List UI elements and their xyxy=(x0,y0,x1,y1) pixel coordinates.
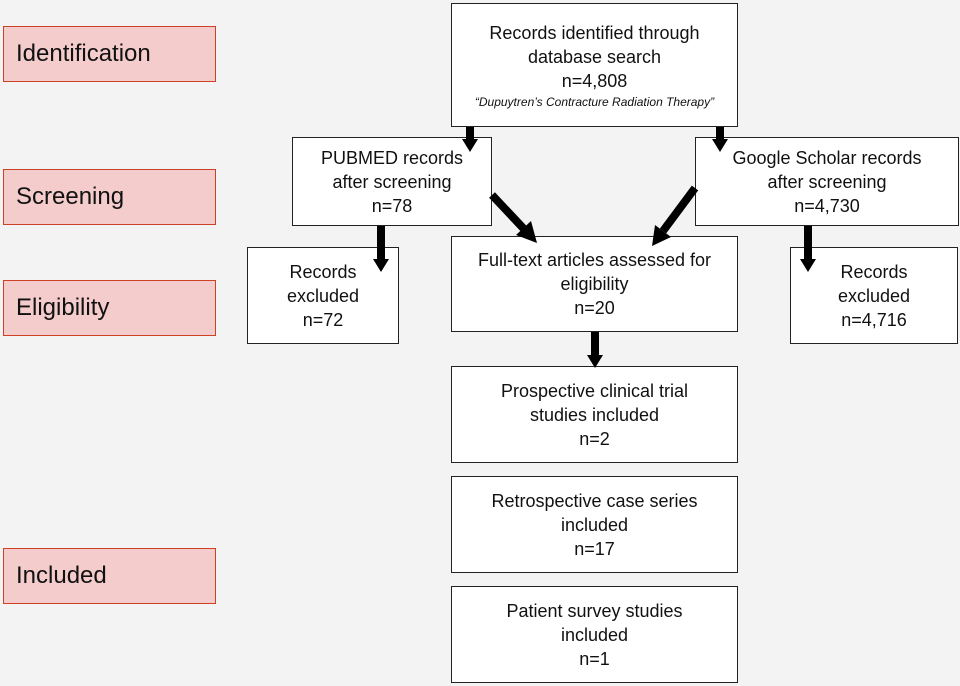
box-line: n=4,730 xyxy=(794,195,860,216)
box-line: n=4,716 xyxy=(841,309,907,330)
box-line: excluded xyxy=(286,285,360,306)
arrow-to-scholar xyxy=(712,127,728,152)
fulltext-assessed-box: Full-text articles assessed for eligibil… xyxy=(451,236,738,332)
box-line: n=78 xyxy=(371,195,413,216)
box-line: Records xyxy=(289,261,357,282)
records-identified-box: Records identified through database sear… xyxy=(451,3,738,127)
stage-identification: Identification xyxy=(3,26,216,82)
scholar-excluded-box: Records excluded n=4,716 xyxy=(790,247,958,344)
box-line: eligibility xyxy=(560,274,629,294)
pubmed-excluded-box: Records excluded n=72 xyxy=(247,247,399,344)
box-line: Records identified through xyxy=(489,22,700,43)
scholar-screened-box: Google Scholar records after screening n… xyxy=(695,137,959,226)
box-line: Prospective clinical trial xyxy=(500,380,689,401)
arrow-pubmed-to-fulltext xyxy=(489,192,537,243)
arrow-to-scholar-excluded xyxy=(800,226,816,272)
box-line: n=1 xyxy=(579,648,610,669)
arrow-to-pubmed xyxy=(462,127,478,152)
box-line: n=72 xyxy=(302,309,344,330)
arrow-to-prospective xyxy=(587,332,603,368)
stage-eligibility: Eligibility xyxy=(3,280,216,336)
box-line: Patient survey studies xyxy=(506,600,683,621)
stage-included: Included xyxy=(3,548,216,604)
box-line: n=2 xyxy=(579,428,610,449)
retrospective-included-box: Retrospective case series included n=17 xyxy=(451,476,738,573)
box-line: Full-text articles assessed for xyxy=(477,250,712,270)
box-line: database search xyxy=(527,46,662,67)
box-line: studies included xyxy=(529,404,660,425)
survey-included-box: Patient survey studies included n=1 xyxy=(451,586,738,683)
box-line: Records xyxy=(840,261,908,282)
search-query-note: “Dupuytren’s Contracture Radiation Thera… xyxy=(474,94,715,109)
box-line: n=20 xyxy=(574,298,615,318)
box-line: n=4,808 xyxy=(561,70,628,91)
stage-screening: Screening xyxy=(3,169,216,225)
box-line: after screening xyxy=(332,171,452,192)
box-line: included xyxy=(560,624,629,645)
arrow-to-pubmed-excluded xyxy=(373,226,389,272)
box-line: after screening xyxy=(767,171,887,192)
box-line: included xyxy=(560,514,629,535)
box-line: Retrospective case series xyxy=(491,490,698,511)
box-line: Google Scholar records xyxy=(732,147,922,168)
arrow-scholar-to-fulltext xyxy=(652,185,699,246)
prospective-included-box: Prospective clinical trial studies inclu… xyxy=(451,366,738,463)
pubmed-screened-box: PUBMED records after screening n=78 xyxy=(292,137,492,226)
box-line: PUBMED records xyxy=(320,147,464,168)
box-line: n=17 xyxy=(574,538,615,559)
box-line: excluded xyxy=(837,285,911,306)
